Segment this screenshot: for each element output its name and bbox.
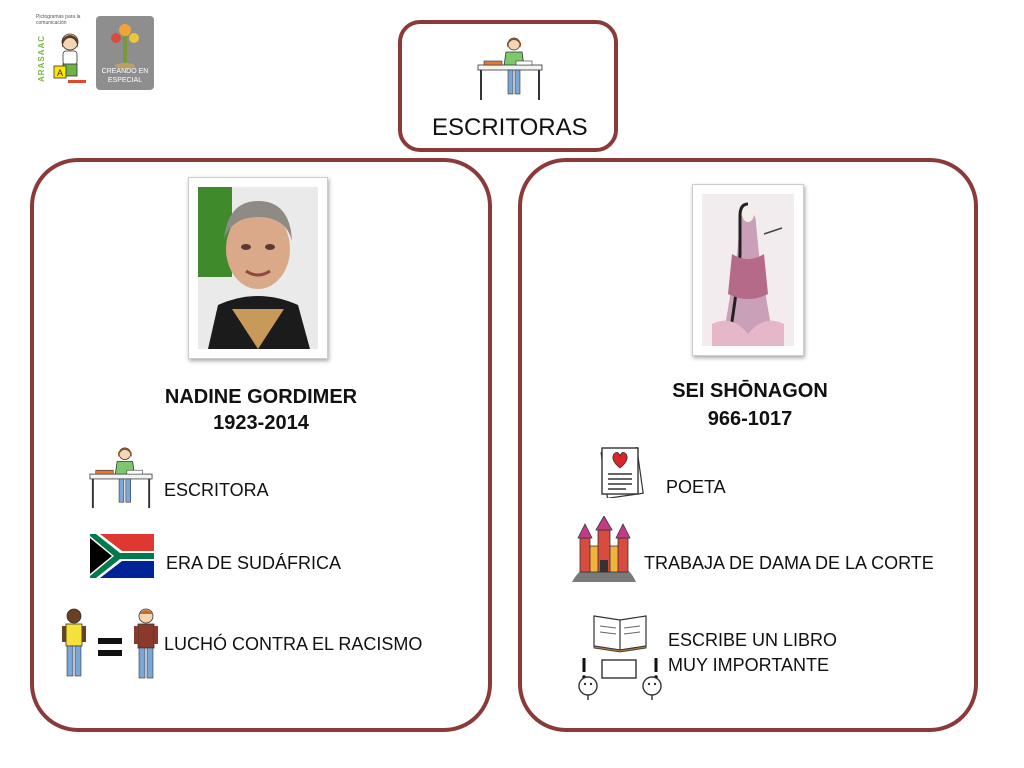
item-racismo: LUCHÓ CONTRA EL RACISMO bbox=[164, 634, 423, 654]
item-libro-line2: MUY IMPORTANTE bbox=[668, 655, 830, 675]
svg-text:A: A bbox=[57, 68, 63, 78]
arasaac-footer-marks bbox=[68, 80, 86, 83]
south-africa-flag-icon bbox=[90, 534, 154, 578]
gordimer-photo bbox=[188, 177, 328, 359]
item-poeta: POETA bbox=[666, 477, 726, 497]
creando-line2: ESPECIAL bbox=[107, 77, 143, 84]
equality-people-icon bbox=[62, 608, 158, 679]
item-sudafrica: ERA DE SUDÁFRICA bbox=[166, 553, 342, 573]
page-title: ESCRITORAS bbox=[432, 114, 588, 141]
arasaac-header-text: Pictogramas para la comunicación bbox=[36, 14, 81, 26]
shonagon-portrait-image bbox=[702, 194, 794, 346]
item-escritora: ESCRITORA bbox=[164, 480, 269, 500]
shonagon-name: SEI SHŌNAGON bbox=[672, 380, 828, 402]
creando-en-especial-logo: CREANDO EN ESPECIAL bbox=[96, 16, 154, 90]
arasaac-girl-icon: A bbox=[53, 33, 79, 79]
gordimer-name: NADINE GORDIMER bbox=[164, 386, 358, 408]
gordimer-years: 1923-2014 bbox=[213, 412, 309, 434]
creando-line1: CREANDO EN bbox=[101, 68, 149, 75]
shonagon-image bbox=[692, 184, 804, 356]
shonagon-years: 966-1017 bbox=[707, 408, 793, 430]
plant-figure-icon bbox=[111, 24, 139, 69]
writer-at-desk-icon bbox=[89, 447, 153, 509]
arasaac-vertical-text: ARASAAC bbox=[37, 35, 46, 82]
castle-icon bbox=[572, 516, 636, 582]
writer-at-desk-icon bbox=[477, 37, 543, 100]
item-libro-line1: ESCRIBE UN LIBRO bbox=[668, 630, 838, 650]
arasaac-logo: Pictogramas para la comunicación ARASAAC… bbox=[34, 14, 90, 90]
important-book-icon bbox=[578, 615, 662, 700]
poem-paper-heart-icon bbox=[600, 447, 644, 498]
gordimer-portrait-image bbox=[198, 187, 318, 349]
item-dama-corte: TRABAJA DE DAMA DE LA CORTE bbox=[644, 553, 934, 573]
